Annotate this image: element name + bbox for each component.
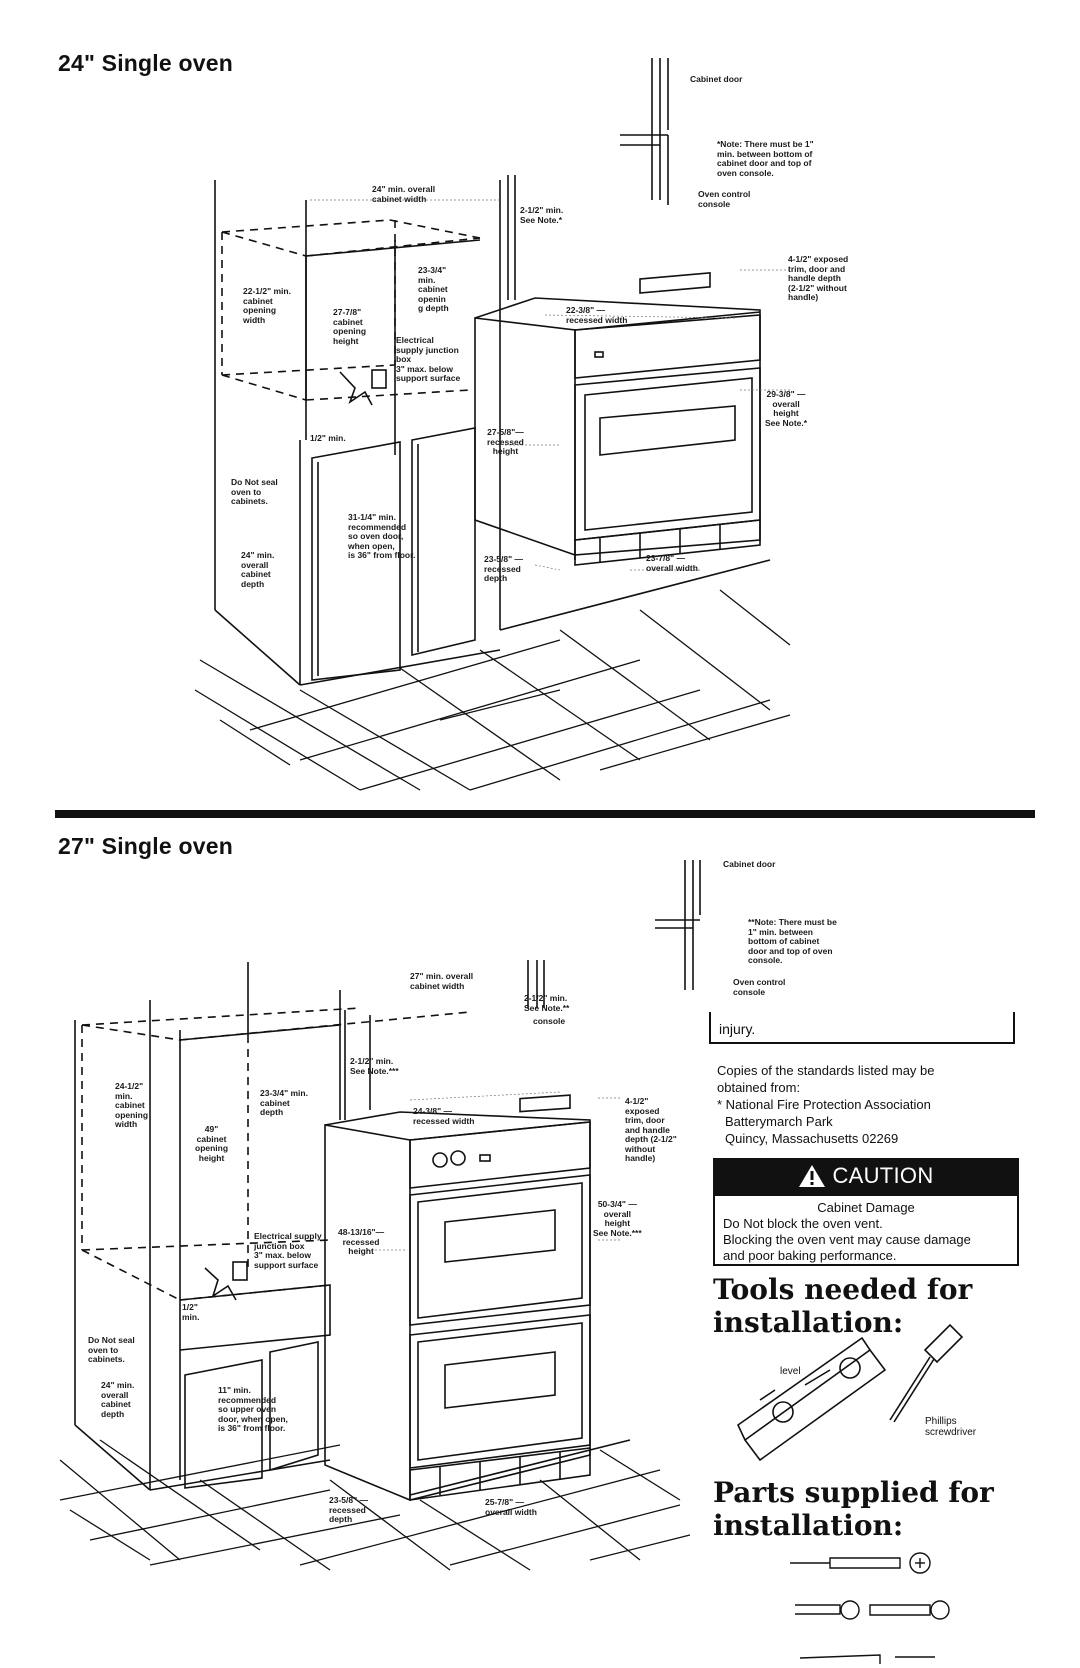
recessed-height-label-27: 48-13/16"— recessed height bbox=[338, 1227, 385, 1256]
min-212-label-27: 2-1/2" min. See Note.*** bbox=[350, 1056, 399, 1076]
org-line: Batterymarch Park bbox=[725, 1114, 833, 1129]
overall-width-label-27: 27" min. overall cabinet width bbox=[410, 971, 474, 991]
warning-box-fragment: injury. bbox=[709, 1012, 1015, 1044]
org-line: Quincy, Massachusetts 02269 bbox=[725, 1131, 899, 1146]
junction-box-label-27: Electrical supply junction box 3" max. b… bbox=[254, 1231, 322, 1270]
caution-label: CAUTION bbox=[832, 1163, 934, 1188]
opening-width-label-27: 24-1/2" min. cabinet opening width bbox=[115, 1081, 149, 1129]
recessed-width-label: 22-3/8" — recessed width bbox=[566, 305, 628, 325]
tools-heading: Tools needed for installation: bbox=[713, 1273, 973, 1339]
level-label: level bbox=[780, 1366, 801, 1377]
warning-triangle-icon bbox=[799, 1165, 826, 1187]
caution-line1: Do Not block the oven vent. bbox=[723, 1216, 883, 1231]
org-line: * National Fire Protection Association bbox=[717, 1097, 931, 1112]
note-label: *Note: There must be 1" min. between bot… bbox=[717, 139, 814, 178]
recessed-height-label: 27-5/8"— recessed height bbox=[487, 427, 524, 456]
caution-line2: Blocking the oven vent may cause damage … bbox=[723, 1232, 971, 1263]
cabinet-door-label: Cabinet door bbox=[690, 74, 743, 84]
cabinet-depth-label-27: 23-3/4" min. cabinet depth bbox=[260, 1088, 308, 1117]
overall-width-bottom-label: 23-7/8" — overall width bbox=[646, 553, 698, 573]
overall-height-label: 29-3/8" — overall height See Note.* bbox=[765, 389, 808, 428]
cabinet-depth-label: 23-3/4" min. cabinet openin g depth bbox=[418, 265, 449, 313]
caution-header: CAUTION bbox=[713, 1158, 1019, 1194]
section-title-24: 24" Single oven bbox=[58, 50, 233, 76]
caution-body: Cabinet Damage Do Not block the oven ven… bbox=[713, 1194, 1019, 1266]
copies-intro: Copies of the standards listed may be ob… bbox=[717, 1063, 935, 1095]
exposed-trim-label: 4-1/2" exposed trim, door and handle dep… bbox=[788, 254, 849, 302]
console-small-label-27: console bbox=[533, 1016, 566, 1026]
console-label-27: Oven control console bbox=[733, 977, 786, 997]
min-212-top-label-27: 2-1/2" min. See Note.** bbox=[524, 993, 570, 1013]
recommended-label: 31-1/4" min. recommended so oven door, w… bbox=[348, 512, 416, 560]
parts-heading: Parts supplied for installation: bbox=[713, 1476, 994, 1542]
half-min-label: 1/2" min. bbox=[310, 433, 346, 443]
standards-copies: Copies of the standards listed may be ob… bbox=[717, 1062, 1017, 1147]
min-212-label: 2-1/2" min. See Note.* bbox=[520, 205, 564, 225]
opening-width-label: 22-1/2" min. cabinet opening width bbox=[243, 286, 291, 325]
half-min-label-27: 1/2" min. bbox=[182, 1302, 200, 1322]
opening-height-label: 27-7/8" cabinet opening height bbox=[333, 307, 367, 346]
section-title-27: 27" Single oven bbox=[58, 833, 233, 859]
do-not-seal-label: Do Not seal oven to cabinets. bbox=[231, 477, 278, 506]
section-divider bbox=[55, 810, 1035, 818]
exposed-trim-label-27: 4-1/2" exposed trim, door and handle dep… bbox=[625, 1096, 677, 1163]
overall-width-bottom-label-27: 25-7/8" — overall width bbox=[485, 1497, 537, 1517]
caution-subtitle: Cabinet Damage bbox=[817, 1200, 915, 1215]
cabinet-door-label-27: Cabinet door bbox=[723, 859, 776, 869]
overall-cabinet-depth-label: 24" min. overall cabinet depth bbox=[241, 550, 275, 589]
do-not-seal-label-27: Do Not seal oven to cabinets. bbox=[88, 1335, 135, 1364]
overall-cabinet-depth-label-27: 24" min. overall cabinet depth bbox=[101, 1380, 135, 1419]
overall-width-label: 24" min. overall cabinet width bbox=[372, 184, 436, 204]
console-label: Oven control console bbox=[698, 189, 751, 209]
recessed-depth-label-27: 23-5/8" — recessed depth bbox=[329, 1495, 368, 1524]
recessed-depth-label: 23-5/8" — recessed depth bbox=[484, 554, 523, 583]
recommended-label-27: 11" min. recommended so upper oven door,… bbox=[218, 1385, 288, 1433]
recessed-width-label-27: 24-3/8" — recessed width bbox=[413, 1106, 475, 1126]
screwdriver-label: Phillips screwdriver bbox=[925, 1416, 977, 1438]
injury-text: injury. bbox=[719, 1021, 756, 1037]
note-label-27: **Note: There must be 1" min. between bo… bbox=[748, 917, 837, 965]
overall-height-label-27: 50-3/4" — overall height See Note.*** bbox=[593, 1199, 642, 1238]
junction-box-label: Electrical supply junction box 3" max. b… bbox=[396, 335, 461, 383]
opening-height-label-27: 49" cabinet opening height bbox=[195, 1124, 229, 1163]
